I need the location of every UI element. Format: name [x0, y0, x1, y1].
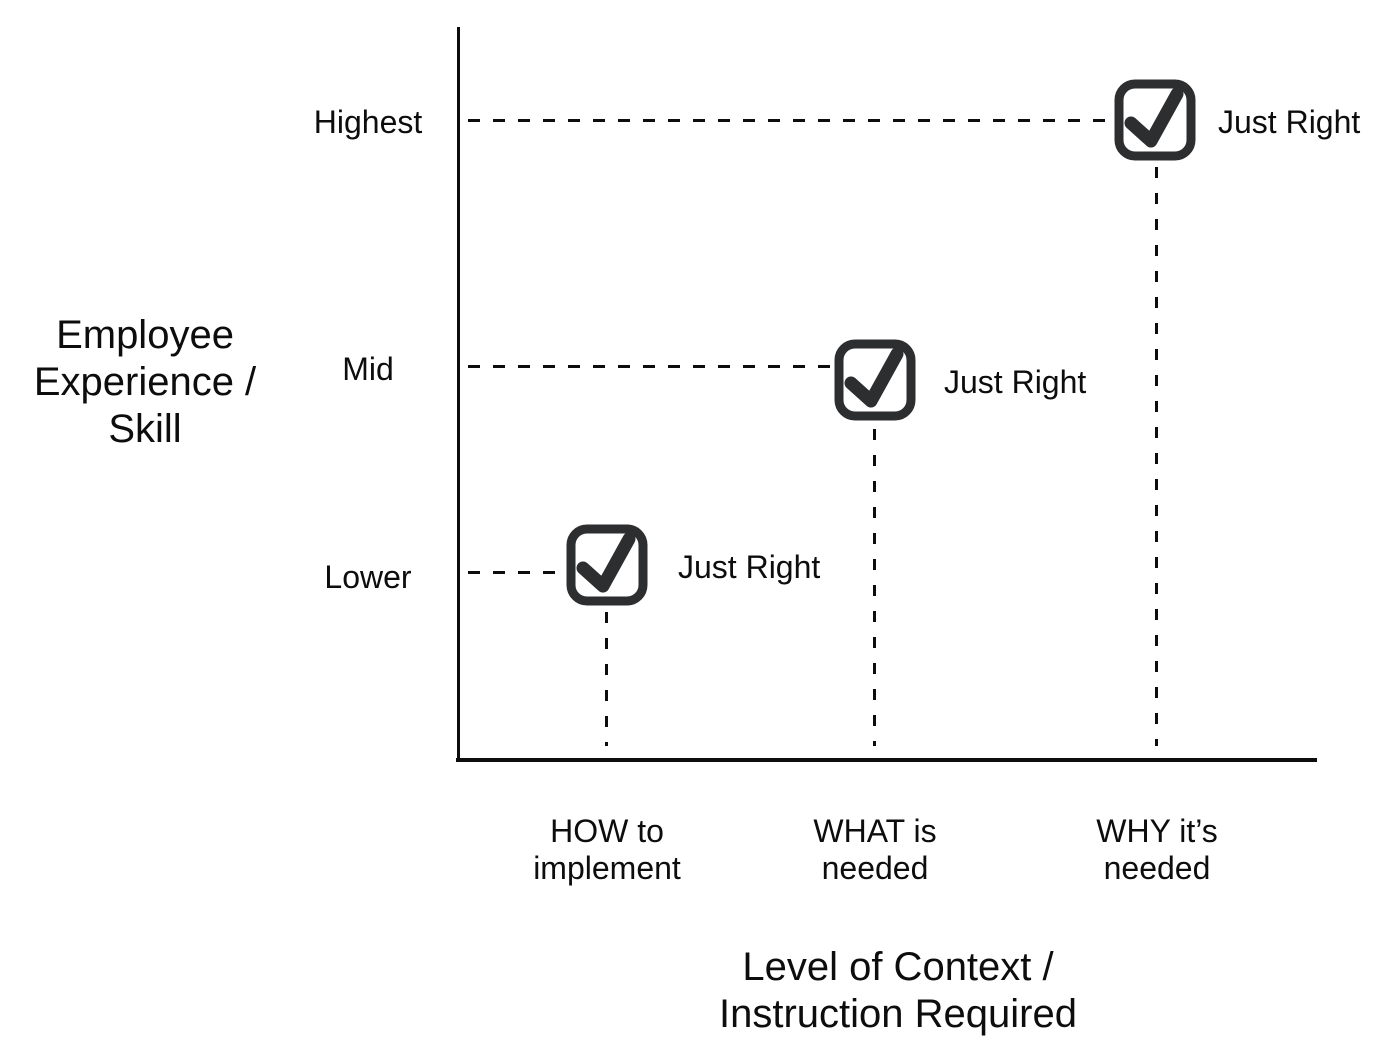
guide-line-how-vertical — [605, 612, 608, 746]
y-axis-title-line2: Experience / — [33, 360, 257, 404]
y-axis-line — [457, 27, 460, 762]
point-highest-checkbox — [1114, 79, 1196, 161]
guide-line-highest-horizontal — [468, 119, 1110, 122]
point-label-mid: Just Right — [944, 364, 1087, 400]
x-tick-why-line2: needed — [1103, 850, 1211, 886]
y-tick-highest: Highest — [313, 104, 423, 140]
y-axis-title: Employee Experience / Skill — [15, 312, 275, 453]
x-axis-title-line1: Level of Context / — [742, 945, 1054, 989]
guide-line-mid-horizontal — [468, 365, 830, 368]
y-axis-title-line1: Employee — [56, 313, 234, 357]
guide-line-why-vertical — [1155, 167, 1158, 746]
x-tick-why-line1: WHY it’s — [1096, 813, 1218, 849]
guide-line-what-vertical — [873, 429, 876, 746]
x-tick-how-line1: HOW to — [550, 813, 664, 849]
x-axis-title: Level of Context / Instruction Required — [598, 944, 1198, 1038]
point-label-highest: Just Right — [1218, 104, 1361, 140]
x-axis-line — [456, 758, 1317, 762]
point-mid-checkbox — [834, 339, 916, 421]
x-tick-how: HOW to implement — [487, 813, 727, 887]
y-tick-mid: Mid — [342, 351, 394, 387]
checkbox-checked-icon — [566, 524, 648, 606]
x-tick-what-line2: needed — [821, 850, 929, 886]
x-axis-title-line2: Instruction Required — [719, 992, 1077, 1036]
y-axis-title-line3: Skill — [108, 407, 182, 451]
checkbox-checked-icon — [834, 339, 916, 421]
y-tick-lower: Lower — [324, 559, 412, 595]
point-label-lower: Just Right — [678, 549, 821, 585]
checkbox-checked-icon — [1114, 79, 1196, 161]
x-tick-what: WHAT is needed — [755, 813, 995, 887]
point-lower-checkbox — [566, 524, 648, 606]
guide-line-lower-horizontal — [468, 571, 560, 574]
x-tick-why: WHY it’s needed — [1037, 813, 1277, 887]
x-tick-how-line2: implement — [533, 850, 681, 886]
x-tick-what-line1: WHAT is — [813, 813, 937, 849]
